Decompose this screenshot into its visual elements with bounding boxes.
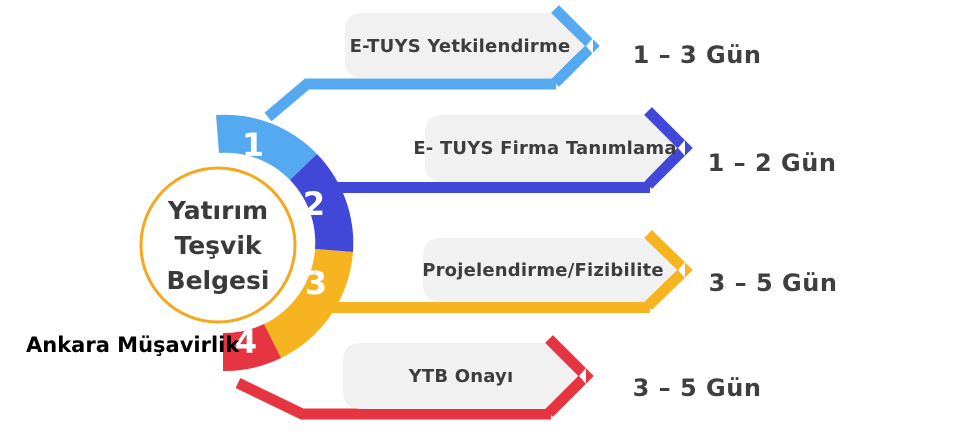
banner-label-4-text: YTB Onayı [408, 365, 514, 387]
banner-shape-3 [423, 238, 677, 302]
connector-band-4 [235, 378, 551, 420]
banner-shape-1 [345, 13, 585, 78]
center-title-line3: Belgesi [166, 265, 270, 295]
tip-notch-1 [586, 38, 593, 54]
duration-1-text: 1 – 3 Gün [632, 41, 762, 69]
step-number-1: 1 [231, 125, 275, 165]
banner-label-1: E-TUYS Yetkilendirme [349, 16, 571, 76]
banner-shape-2 [425, 115, 677, 182]
watermark-text: Ankara Müşavirlik [26, 333, 240, 357]
step-number-3-text: 3 [304, 264, 328, 302]
donut-segment-4 [223, 324, 281, 372]
banner-label-2: E- TUYS Firma Tanımlama [413, 118, 676, 178]
banner-label-1-text: E-TUYS Yetkilendirme [349, 35, 571, 57]
donut-segment-1 [216, 114, 317, 180]
duration-2-text: 1 – 2 Gün [707, 149, 837, 177]
donut-segment-3 [264, 249, 353, 358]
center-title: Yatırım Teşvik Belgesi [140, 170, 296, 320]
step-number-4-text: 4 [234, 323, 258, 361]
center-circle [139, 166, 297, 324]
center-title-line1: Yatırım [167, 195, 269, 225]
tip-notch-4 [579, 368, 586, 384]
tip-notch-2 [678, 140, 685, 156]
donut-segment-2 [290, 154, 354, 252]
step-number-2: 2 [292, 184, 336, 224]
step-number-1-text: 1 [241, 126, 265, 164]
banner-label-3: Projelendirme/Fizibilite [422, 240, 663, 300]
banner-shape-4 [343, 343, 578, 409]
step-number-2-text: 2 [302, 185, 326, 223]
duration-3-text: 3 – 5 Gün [708, 269, 838, 297]
step-number-4: 4 [224, 322, 268, 362]
duration-3: 3 – 5 Gün [698, 267, 848, 299]
duration-1: 1 – 3 Gün [622, 39, 772, 71]
banner-label-4: YTB Onayı [348, 346, 574, 406]
center-title-line2: Teşvik [174, 230, 262, 260]
banner-label-2-text: E- TUYS Firma Tanımlama [413, 137, 677, 159]
step-number-3: 3 [294, 263, 338, 303]
duration-4: 3 – 5 Gün [622, 372, 772, 404]
banner-label-3-text: Projelendirme/Fizibilite [422, 259, 664, 281]
tip-notch-3 [678, 262, 685, 278]
connector-band-1 [264, 78, 556, 122]
duration-4-text: 3 – 5 Gün [632, 374, 762, 402]
duration-2: 1 – 2 Gün [697, 147, 847, 179]
